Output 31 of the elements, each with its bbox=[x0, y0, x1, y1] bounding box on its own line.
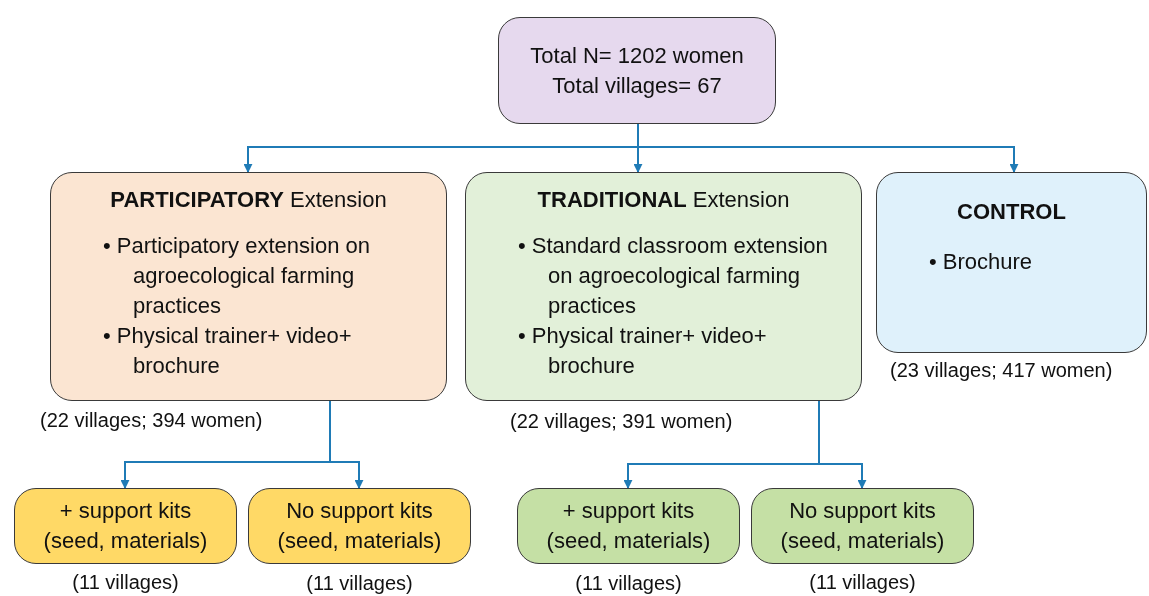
count-note: (11 villages) bbox=[71, 570, 180, 594]
bullet-text: • Participatory extension on agroecological farming practices bbox=[103, 232, 371, 320]
arm-box bbox=[876, 172, 1147, 353]
bullet-text: • Standard classroom extension on agroecological farming practices bbox=[518, 232, 829, 320]
subgroup-box bbox=[751, 488, 974, 564]
box-heading: TRADITIONAL Extension bbox=[536, 186, 791, 214]
box-text: + support kits (seed, materials) bbox=[42, 497, 209, 555]
bullet-text: • Physical trainer+ video+ brochure bbox=[518, 322, 768, 380]
count-note: (11 villages) bbox=[305, 571, 414, 595]
subgroup-box bbox=[248, 488, 471, 564]
count-note: (11 villages) bbox=[808, 570, 917, 594]
total-box bbox=[498, 17, 776, 124]
box-heading: PARTICIPATORY Extension bbox=[109, 186, 388, 214]
count-note: (22 villages; 391 women) bbox=[510, 409, 734, 433]
box-text: + support kits (seed, materials) bbox=[545, 497, 712, 555]
arrow bbox=[329, 400, 364, 489]
box-text: Total villages= 67 bbox=[552, 71, 722, 100]
box-text: No support kits (seed, materials) bbox=[276, 497, 443, 555]
box-text: No support kits (seed, materials) bbox=[779, 497, 946, 555]
count-note: (23 villages; 417 women) bbox=[890, 358, 1114, 382]
subgroup-box bbox=[517, 488, 740, 564]
bullet-text: • Brochure bbox=[929, 248, 1034, 276]
arm-box bbox=[50, 172, 447, 401]
box-heading: CONTROL bbox=[956, 198, 1067, 226]
count-note: (22 villages; 394 women) bbox=[40, 408, 264, 432]
box-text: Total N= 1202 women bbox=[530, 41, 744, 70]
count-note: (11 villages) bbox=[574, 571, 683, 595]
bullet-text: • Physical trainer+ video+ brochure bbox=[103, 322, 353, 380]
arrow bbox=[818, 400, 867, 489]
arm-box bbox=[465, 172, 862, 401]
subgroup-box bbox=[14, 488, 237, 564]
